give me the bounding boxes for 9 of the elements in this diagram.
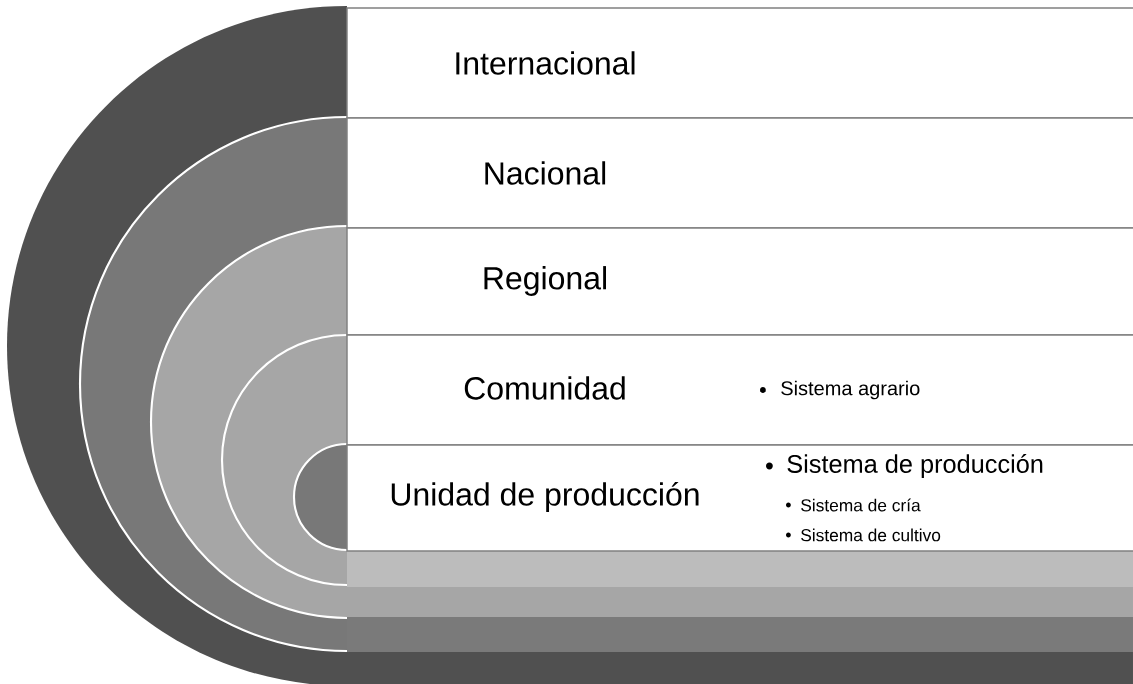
- level-label: Internacional: [456, 51, 635, 75]
- level-label: Comunidad: [464, 376, 625, 400]
- bullet-item: Sistema de cría: [786, 498, 921, 512]
- bullet-item: Sistema de cultivo: [786, 528, 941, 542]
- bullet-item: Sistema de producción: [766, 454, 1043, 478]
- bullet-item: Sistema agrario: [760, 380, 920, 400]
- level-label: Nacional: [485, 161, 606, 185]
- level-label: Unidad de producción: [391, 481, 699, 513]
- level-label: Regional: [484, 266, 606, 296]
